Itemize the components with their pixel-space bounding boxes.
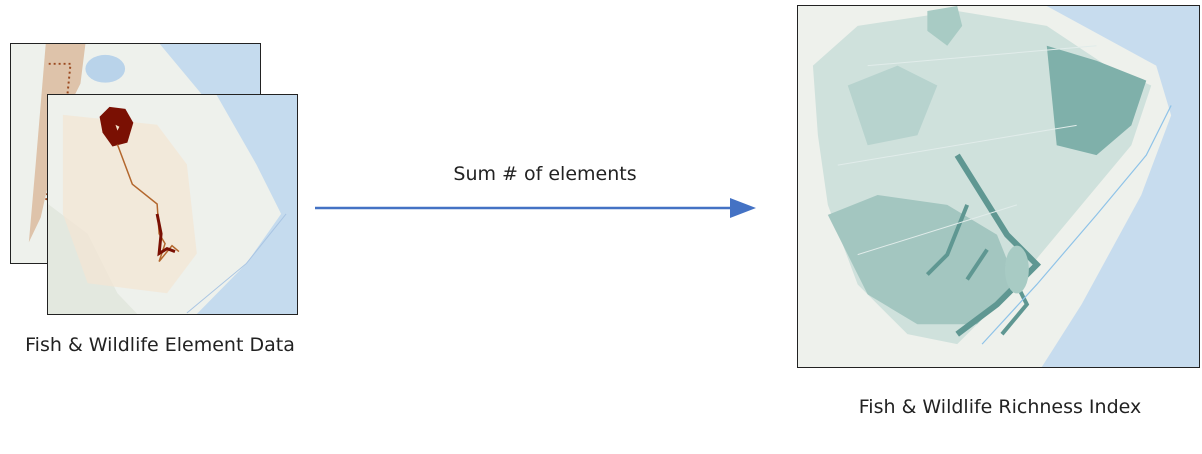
element-map-front	[47, 94, 298, 315]
richness-index-map	[797, 5, 1200, 368]
process-arrow	[315, 198, 756, 218]
left-caption: Fish & Wildlife Element Data	[25, 334, 295, 356]
arrow-label: Sum # of elements	[453, 163, 637, 185]
element-map-front-graphic	[48, 95, 297, 314]
right-caption: Fish & Wildlife Richness Index	[858, 396, 1142, 418]
richness-index-map-graphic	[798, 6, 1199, 367]
